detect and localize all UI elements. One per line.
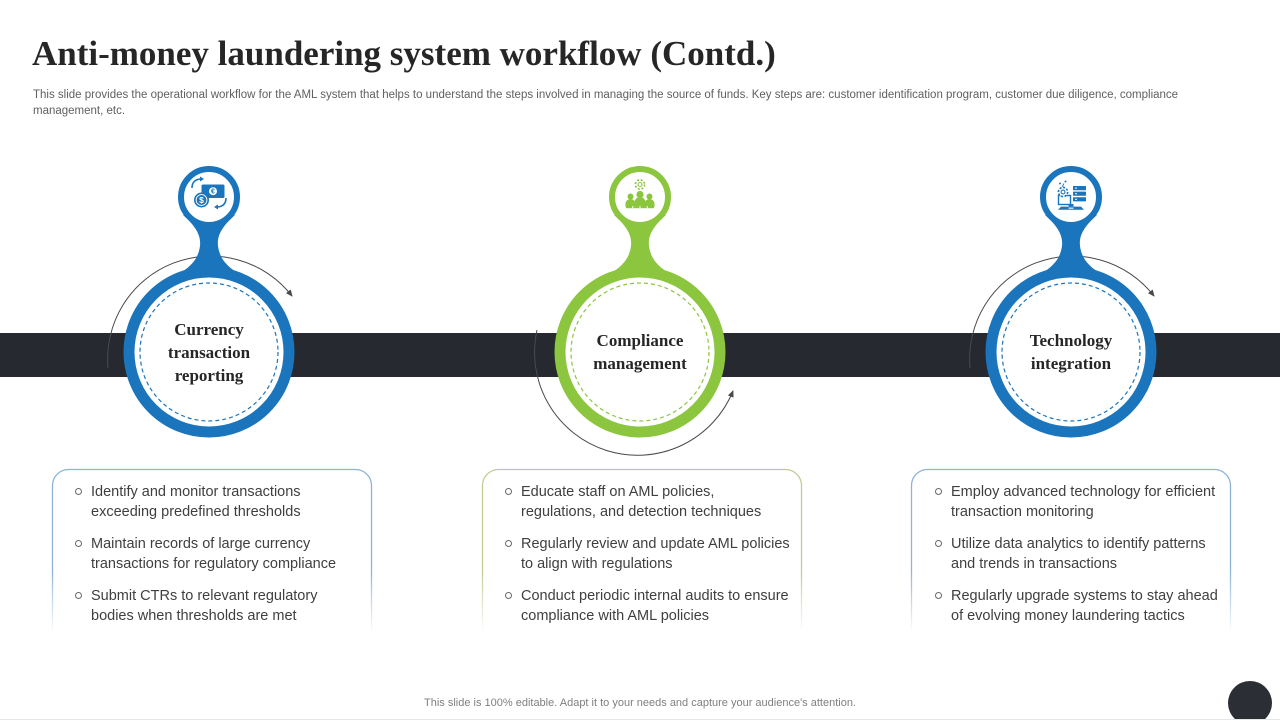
svg-text:€: € xyxy=(211,189,215,196)
detail-box-compliance-management xyxy=(481,468,803,638)
technology-integration-icon xyxy=(1057,180,1086,210)
workflow-node-currency-transaction-reporting: € $ Currency transaction reporting xyxy=(59,160,359,460)
bullet-text: Utilize data analytics to identify patte… xyxy=(951,536,1206,572)
detail-box-border xyxy=(51,468,373,638)
node-label: Technology integration xyxy=(1029,331,1113,373)
node-stem xyxy=(1041,215,1101,274)
bullet-text: Maintain records of large currency trans… xyxy=(91,536,337,572)
currency-exchange-icon: € $ xyxy=(191,176,227,210)
cycle-arrow-arc xyxy=(534,329,734,456)
circle-bullet-icon xyxy=(75,592,82,599)
node-dashed-circle xyxy=(1001,282,1141,422)
node-dashed-circle xyxy=(570,282,710,422)
node-graphic xyxy=(534,166,734,456)
node-main-circle xyxy=(985,266,1157,438)
bullet-text: Identify and monitor transactions exceed… xyxy=(91,484,301,520)
node-graphic xyxy=(969,166,1157,438)
circle-bullet-icon xyxy=(935,488,942,495)
cycle-arrow-arc xyxy=(107,255,293,369)
bullet-list-currency-transaction-reporting: Identify and monitor transactions exceed… xyxy=(75,483,360,639)
bullet-list-technology-integration: Employ advanced technology for efficient… xyxy=(935,483,1220,639)
footer-note: This slide is 100% editable. Adapt it to… xyxy=(424,697,856,709)
bullet-text: Regularly review and update AML policies… xyxy=(521,536,790,572)
node-stem xyxy=(179,215,239,274)
list-item: Regularly review and update AML policies… xyxy=(505,535,790,574)
workflow-node-compliance-management: Compliance management xyxy=(490,160,790,460)
node-stem xyxy=(610,215,670,274)
bullet-list-compliance-management: Educate staff on AML policies, regulatio… xyxy=(505,483,790,639)
circle-bullet-icon xyxy=(935,540,942,547)
compliance-team-icon xyxy=(625,179,655,209)
list-item: Educate staff on AML policies, regulatio… xyxy=(505,483,790,522)
page-title: Anti-money laundering system workflow (C… xyxy=(32,34,776,73)
detail-box-technology-integration xyxy=(910,468,1232,638)
workflow-node-technology-integration: Technology integration xyxy=(921,160,1221,460)
node-label: Compliance management xyxy=(593,331,687,373)
list-item: Identify and monitor transactions exceed… xyxy=(75,483,360,522)
detail-box-border xyxy=(481,468,803,638)
list-item: Utilize data analytics to identify patte… xyxy=(935,535,1220,574)
circle-bullet-icon xyxy=(935,592,942,599)
bullet-text: Regularly upgrade systems to stay ahead … xyxy=(951,588,1218,624)
circle-bullet-icon xyxy=(505,488,512,495)
svg-text:$: $ xyxy=(199,195,204,205)
node-dashed-circle xyxy=(139,282,279,422)
list-item: Submit CTRs to relevant regulatory bodie… xyxy=(75,587,360,626)
circle-bullet-icon xyxy=(505,540,512,547)
node-main-circle xyxy=(554,266,726,438)
circle-bullet-icon xyxy=(75,488,82,495)
list-item: Employ advanced technology for efficient… xyxy=(935,483,1220,522)
cycle-arrow-arc xyxy=(969,255,1155,369)
detail-box-border xyxy=(910,468,1232,638)
list-item: Maintain records of large currency trans… xyxy=(75,535,360,574)
node-main-circle xyxy=(123,266,295,438)
node-label: Currency transaction reporting xyxy=(167,319,251,385)
detail-box-currency-transaction-reporting xyxy=(51,468,373,638)
bullet-text: Educate staff on AML policies, regulatio… xyxy=(521,484,762,520)
list-item: Regularly upgrade systems to stay ahead … xyxy=(935,587,1220,626)
bullet-text: Employ advanced technology for efficient… xyxy=(951,484,1216,520)
slide-subtitle: This slide provides the operational work… xyxy=(33,89,1179,117)
list-item: Conduct periodic internal audits to ensu… xyxy=(505,587,790,626)
bullet-text: Conduct periodic internal audits to ensu… xyxy=(521,588,789,624)
node-graphic: € $ xyxy=(107,166,295,438)
circle-bullet-icon xyxy=(505,592,512,599)
circle-bullet-icon xyxy=(75,540,82,547)
corner-dot-decoration xyxy=(1228,681,1272,719)
bullet-text: Submit CTRs to relevant regulatory bodie… xyxy=(91,588,318,624)
